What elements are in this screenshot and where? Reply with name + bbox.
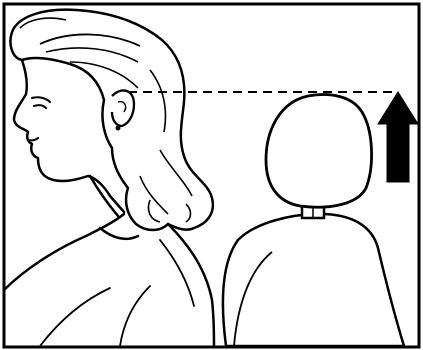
seat-back xyxy=(223,214,404,346)
headrest xyxy=(266,95,372,208)
earring xyxy=(116,126,121,131)
up-arrow-icon xyxy=(378,92,418,182)
